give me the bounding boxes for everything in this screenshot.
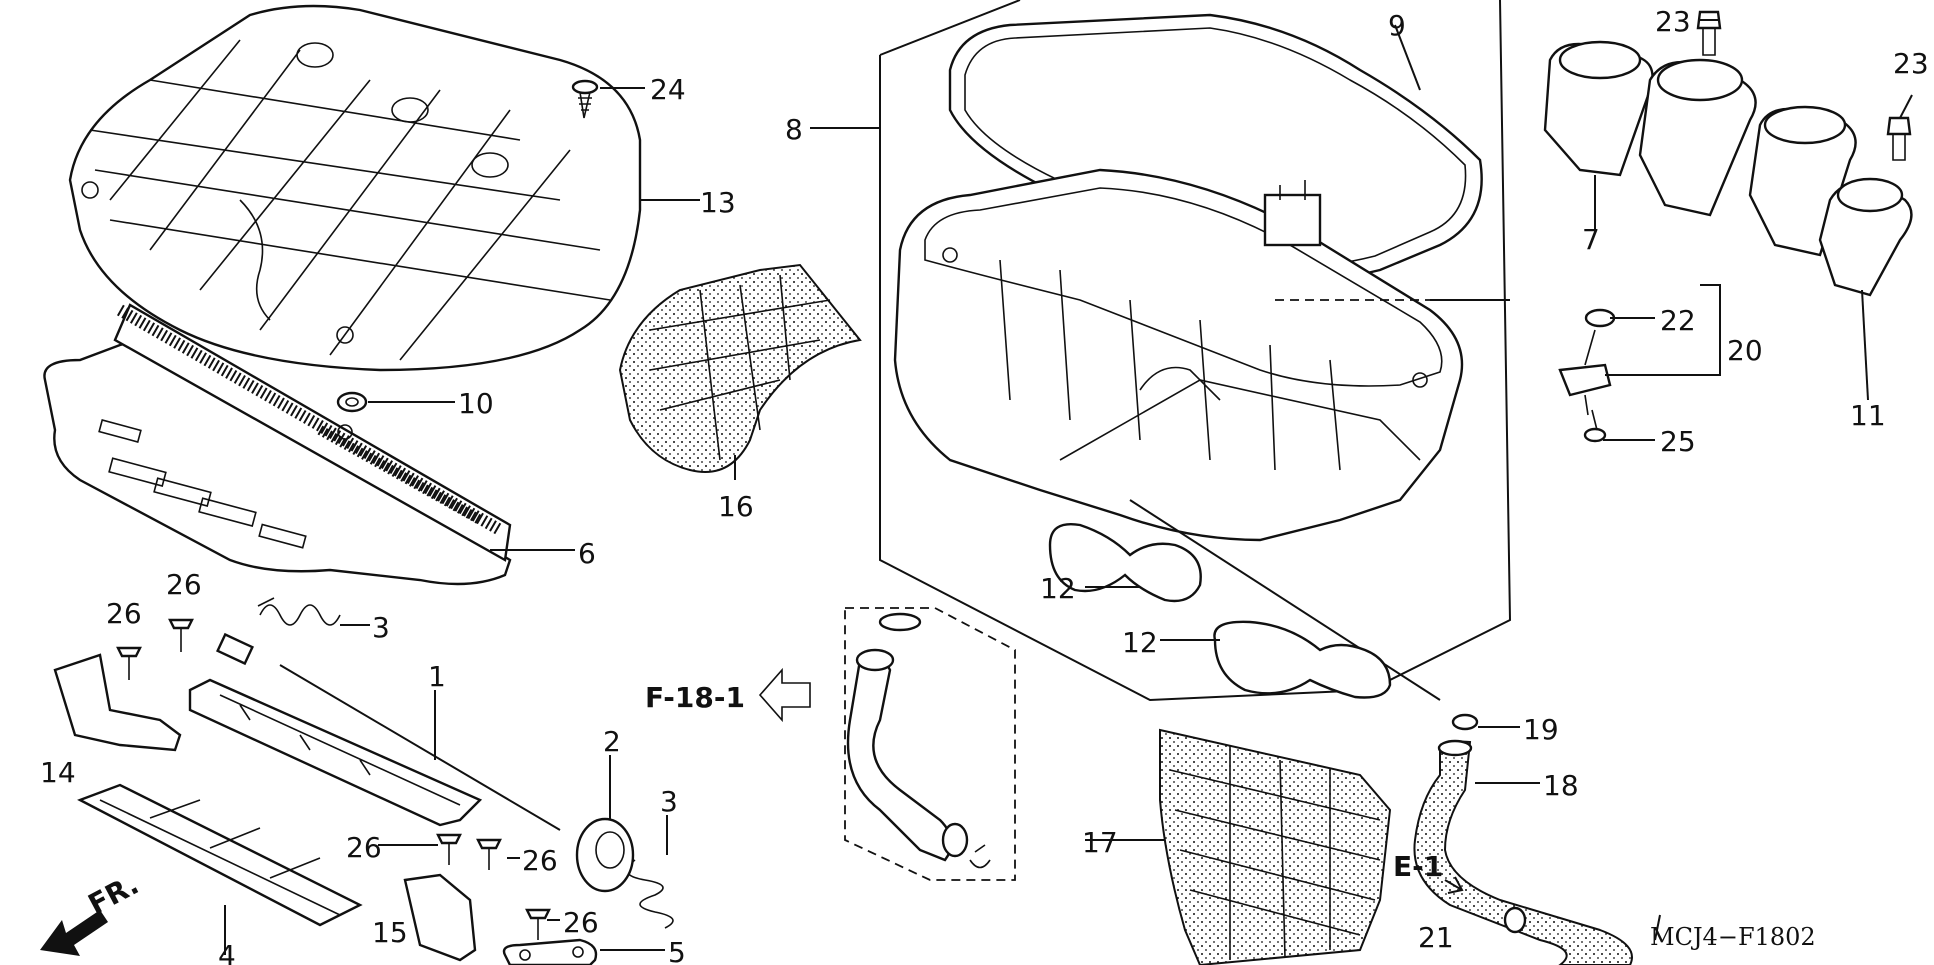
callout-18: 18	[1543, 769, 1579, 802]
callout-22: 22	[1660, 304, 1696, 337]
part-12-gasket-lower	[1213, 620, 1392, 699]
callout-13: 13	[700, 186, 736, 219]
arrow-e1	[1444, 876, 1464, 894]
callout-25: 25	[1660, 425, 1696, 458]
callout-26-b: 26	[166, 568, 202, 601]
reference-e-1: E-1	[1393, 850, 1443, 883]
callout-26-a: 26	[106, 597, 142, 630]
front-label: FR.	[83, 868, 144, 921]
part-15-bracket	[403, 873, 477, 962]
callout-1: 1	[428, 660, 446, 693]
part-25-screw	[1583, 409, 1607, 443]
callout-21: 21	[1418, 921, 1454, 954]
part-5-plate	[502, 938, 598, 965]
leader-lines	[224, 19, 1913, 955]
part-14-bracket	[53, 653, 182, 752]
callout-23-lower: 23	[1893, 47, 1929, 80]
callout-8: 8	[785, 113, 803, 146]
part-19-clip	[1451, 713, 1479, 731]
part-18-breather-hose	[1413, 739, 1633, 965]
callout-17: 17	[1082, 826, 1118, 859]
callout-2: 2	[603, 725, 621, 758]
part-23-bolt-upper	[1696, 10, 1722, 56]
callout-3-lower: 3	[660, 785, 678, 818]
part-26-screws	[116, 618, 551, 940]
callout-23-upper: 23	[1655, 5, 1691, 38]
part-13-air-cleaner-cover	[68, 4, 642, 372]
part-22-washer	[1584, 308, 1616, 328]
callout-12-lower: 12	[1122, 626, 1158, 659]
front-direction-arrow	[40, 910, 108, 956]
callout-26-e: 26	[563, 906, 599, 939]
callout-10: 10	[458, 387, 494, 420]
part-16-intake-duct	[618, 263, 862, 473]
assembly-boundary-8	[879, 0, 1512, 702]
callout-5: 5	[668, 936, 686, 965]
callout-19: 19	[1523, 713, 1559, 746]
callout-20: 20	[1727, 334, 1763, 367]
part-10-washer	[336, 391, 368, 413]
reference-arrow-f18	[758, 667, 811, 723]
callout-9: 9	[1388, 9, 1406, 42]
callout-7: 7	[1582, 223, 1600, 256]
part-17-intake-duct	[1159, 728, 1392, 965]
hose-detail-box	[844, 607, 1016, 881]
callout-26-d: 26	[522, 844, 558, 877]
part-24-screw	[571, 79, 599, 119]
callout-24: 24	[650, 73, 686, 106]
part-4-plate	[77, 783, 363, 927]
part-7-funnels	[1543, 40, 1757, 217]
part-11-funnels	[1748, 105, 1913, 297]
callout-labels: 13 10 6 24 3 1 2 3 4 5 14 15 26 26 26 26…	[40, 5, 1929, 965]
callout-4: 4	[218, 939, 236, 965]
callout-11: 11	[1850, 399, 1886, 432]
reference-f18-1: F-18-1	[645, 681, 745, 714]
callout-15: 15	[372, 916, 408, 949]
part-8-air-cleaner-housing	[893, 168, 1464, 542]
callout-12-upper: 12	[1040, 572, 1076, 605]
part-20-sensor-assembly	[1558, 329, 1612, 416]
callout-16: 16	[718, 490, 754, 523]
part-1-valve	[188, 632, 561, 831]
part-2-pulley	[575, 817, 635, 893]
part-21-clip	[1503, 906, 1527, 934]
drawing-code: MCJ4−F1802	[1650, 923, 1816, 951]
callout-3-upper: 3	[372, 611, 390, 644]
part-6-air-cleaner-element	[43, 303, 512, 586]
part-3-spring-lower	[626, 859, 674, 929]
callout-14: 14	[40, 756, 76, 789]
part-23-bolt-lower	[1886, 116, 1912, 161]
callout-6: 6	[578, 537, 596, 570]
part-12-gasket-upper	[1048, 523, 1202, 603]
part-3-spring-upper	[257, 597, 341, 626]
callout-26-c: 26	[346, 831, 382, 864]
